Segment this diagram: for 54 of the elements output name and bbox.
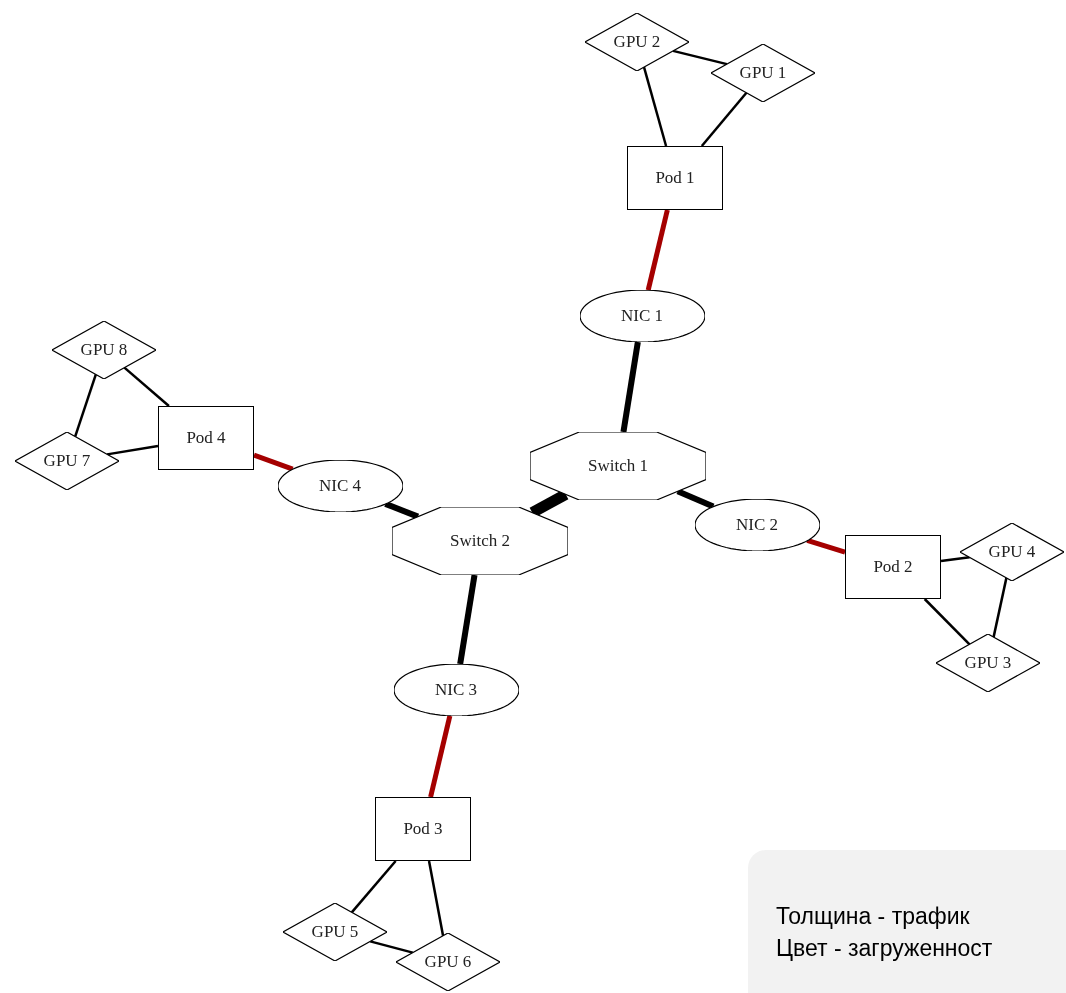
node-label: NIC 2 xyxy=(736,514,778,536)
node-label: Pod 3 xyxy=(403,818,443,840)
connector-line xyxy=(457,574,478,665)
connector-line xyxy=(645,209,670,291)
pod-box xyxy=(375,797,471,861)
connector-line xyxy=(672,49,728,66)
note-text: Цвет - загруженност xyxy=(776,933,994,963)
gpu-diamond xyxy=(15,432,119,490)
switch-octagon xyxy=(530,432,706,500)
node-label: Pod 1 xyxy=(655,167,695,189)
node-label: NIC 1 xyxy=(621,305,663,327)
node-label: GPU 6 xyxy=(424,951,472,973)
node-label: GPU 4 xyxy=(988,541,1036,563)
connector-line xyxy=(923,598,971,646)
node-label: GPU 1 xyxy=(739,62,787,84)
node-label: Pod 2 xyxy=(873,556,913,578)
node-label: GPU 5 xyxy=(311,921,359,943)
node-label: GPU 7 xyxy=(43,450,91,472)
gpu-diamond xyxy=(936,634,1040,692)
gpu-diamond xyxy=(960,523,1064,581)
connector-line xyxy=(427,860,445,936)
pod-box xyxy=(158,406,254,470)
connector-line xyxy=(253,452,294,472)
gpu-diamond xyxy=(396,933,500,991)
node-label: Switch 1 xyxy=(588,455,648,477)
connector-line xyxy=(620,341,641,433)
connector-line xyxy=(106,444,159,456)
node-label: Switch 2 xyxy=(450,530,510,552)
connector-line xyxy=(992,577,1008,638)
note-text: Толщина - трафик xyxy=(776,901,971,931)
node-label: GPU 3 xyxy=(964,652,1012,674)
gpu-diamond xyxy=(585,13,689,71)
connector-line xyxy=(384,501,420,520)
connector-line xyxy=(642,66,668,147)
connector-line xyxy=(940,556,970,563)
node-label: GPU 2 xyxy=(613,31,661,53)
node-label: NIC 3 xyxy=(435,679,477,701)
connector-line xyxy=(676,488,715,510)
connector-line xyxy=(806,538,846,555)
connector-line xyxy=(428,715,453,798)
node-label: NIC 4 xyxy=(319,475,361,497)
gpu-diamond xyxy=(283,903,387,961)
connector-line xyxy=(700,91,748,147)
pod-box xyxy=(627,146,723,210)
pod-box xyxy=(845,535,941,599)
switch-octagon xyxy=(392,507,568,575)
connector-line xyxy=(369,940,414,954)
gpu-diamond xyxy=(711,44,815,102)
connector-line xyxy=(350,860,397,914)
node-label: GPU 8 xyxy=(80,339,128,361)
node-label: Pod 4 xyxy=(186,427,226,449)
connector-line xyxy=(73,374,98,437)
connector-line xyxy=(123,366,170,407)
gpu-diamond xyxy=(52,321,156,379)
